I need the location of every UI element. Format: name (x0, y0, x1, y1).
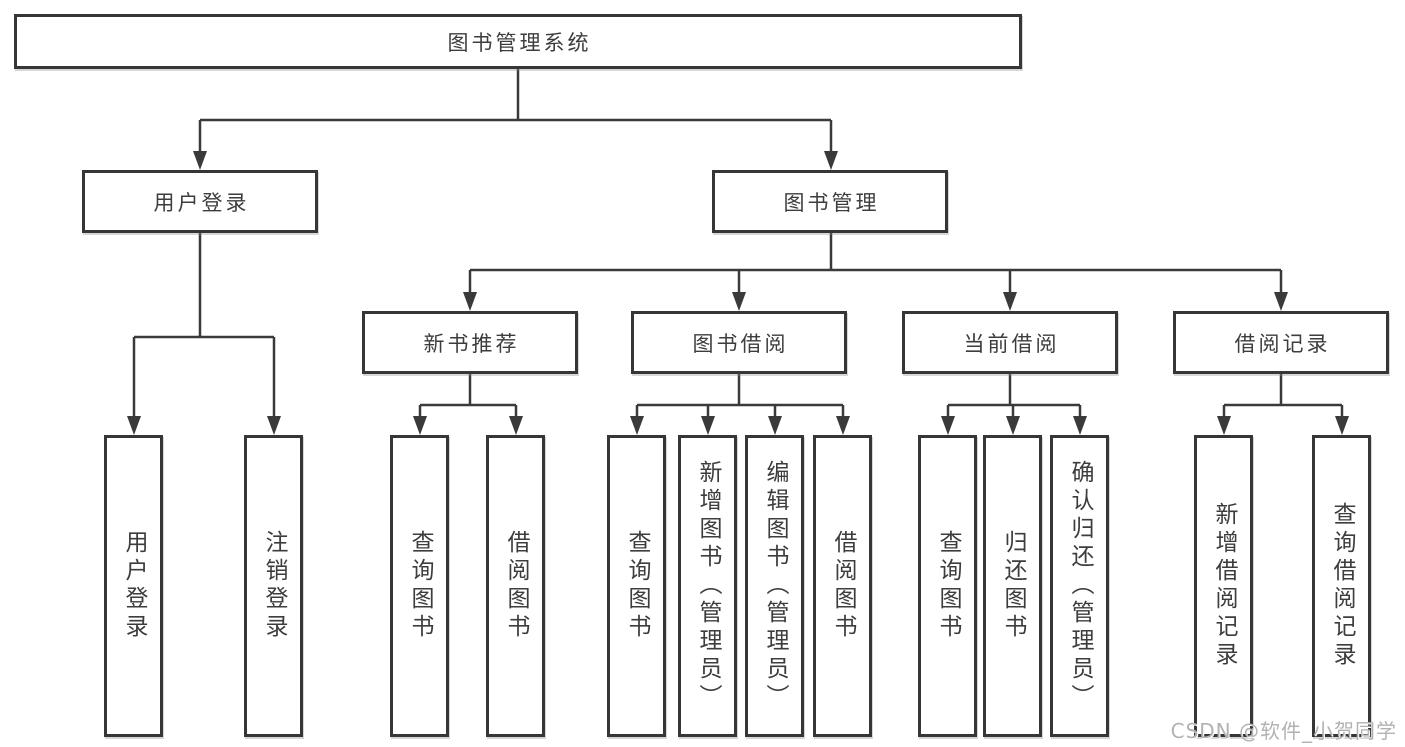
leaf-current-confirm-return-admin: 确认归还（管理员） (1050, 435, 1109, 737)
node-book-management: 图书管理 (712, 170, 948, 233)
node-borrowing-records: 借阅记录 (1173, 311, 1389, 374)
leaf-records-add-record-label: 新增借阅记录 (1211, 502, 1237, 670)
leaf-user-login: 用户登录 (104, 435, 163, 737)
leaf-borrow-borrow-books-label: 借阅图书 (830, 530, 856, 642)
node-user-login: 用户登录 (82, 170, 318, 233)
node-new-book-recommend-label: 新书推荐 (423, 331, 520, 356)
leaf-newbook-query-books: 查询图书 (390, 435, 449, 737)
leaf-current-query-books: 查询图书 (918, 435, 977, 737)
leaf-current-query-books-label: 查询图书 (935, 530, 961, 642)
leaf-borrow-edit-books-admin-label: 编辑图书（管理员） (762, 460, 788, 712)
leaf-borrow-query-books: 查询图书 (607, 435, 666, 737)
leaf-borrow-edit-books-admin: 编辑图书（管理员） (745, 435, 804, 737)
leaf-newbook-query-books-label: 查询图书 (407, 530, 433, 642)
leaf-newbook-borrow-books-label: 借阅图书 (503, 530, 529, 642)
leaf-borrow-query-books-label: 查询图书 (624, 530, 650, 642)
leaf-borrow-borrow-books: 借阅图书 (813, 435, 872, 737)
leaf-records-query-record: 查询借阅记录 (1312, 435, 1371, 737)
leaf-user-login-label: 用户登录 (121, 530, 147, 642)
node-library-system-label: 图书管理系统 (447, 30, 592, 55)
leaf-current-confirm-return-admin-label: 确认归还（管理员） (1067, 460, 1093, 712)
node-library-system: 图书管理系统 (14, 14, 1022, 69)
leaf-records-query-record-label: 查询借阅记录 (1329, 502, 1355, 670)
leaf-current-return-books-label: 归还图书 (1000, 530, 1026, 642)
leaf-logout: 注销登录 (244, 435, 303, 737)
leaf-borrow-add-books-admin: 新增图书（管理员） (678, 435, 737, 737)
node-book-management-label: 图书管理 (783, 190, 880, 215)
node-current-borrowing: 当前借阅 (902, 311, 1118, 374)
node-book-borrowing-label: 图书借阅 (692, 331, 789, 356)
csdn-watermark: CSDN @软件_小贺同学 (1170, 719, 1397, 743)
connector-strokes (132, 69, 1344, 417)
node-new-book-recommend: 新书推荐 (362, 311, 578, 374)
leaf-newbook-borrow-books: 借阅图书 (486, 435, 545, 737)
node-current-borrowing-label: 当前借阅 (963, 331, 1060, 356)
leaf-records-add-record: 新增借阅记录 (1194, 435, 1253, 737)
node-borrowing-records-label: 借阅记录 (1234, 331, 1331, 356)
leaf-borrow-add-books-admin-label: 新增图书（管理员） (695, 460, 721, 712)
arrowheads (127, 151, 1349, 435)
leaf-current-return-books: 归还图书 (983, 435, 1042, 737)
node-user-login-label: 用户登录 (153, 190, 250, 215)
node-book-borrowing: 图书借阅 (631, 311, 847, 374)
leaf-logout-label: 注销登录 (261, 530, 287, 642)
